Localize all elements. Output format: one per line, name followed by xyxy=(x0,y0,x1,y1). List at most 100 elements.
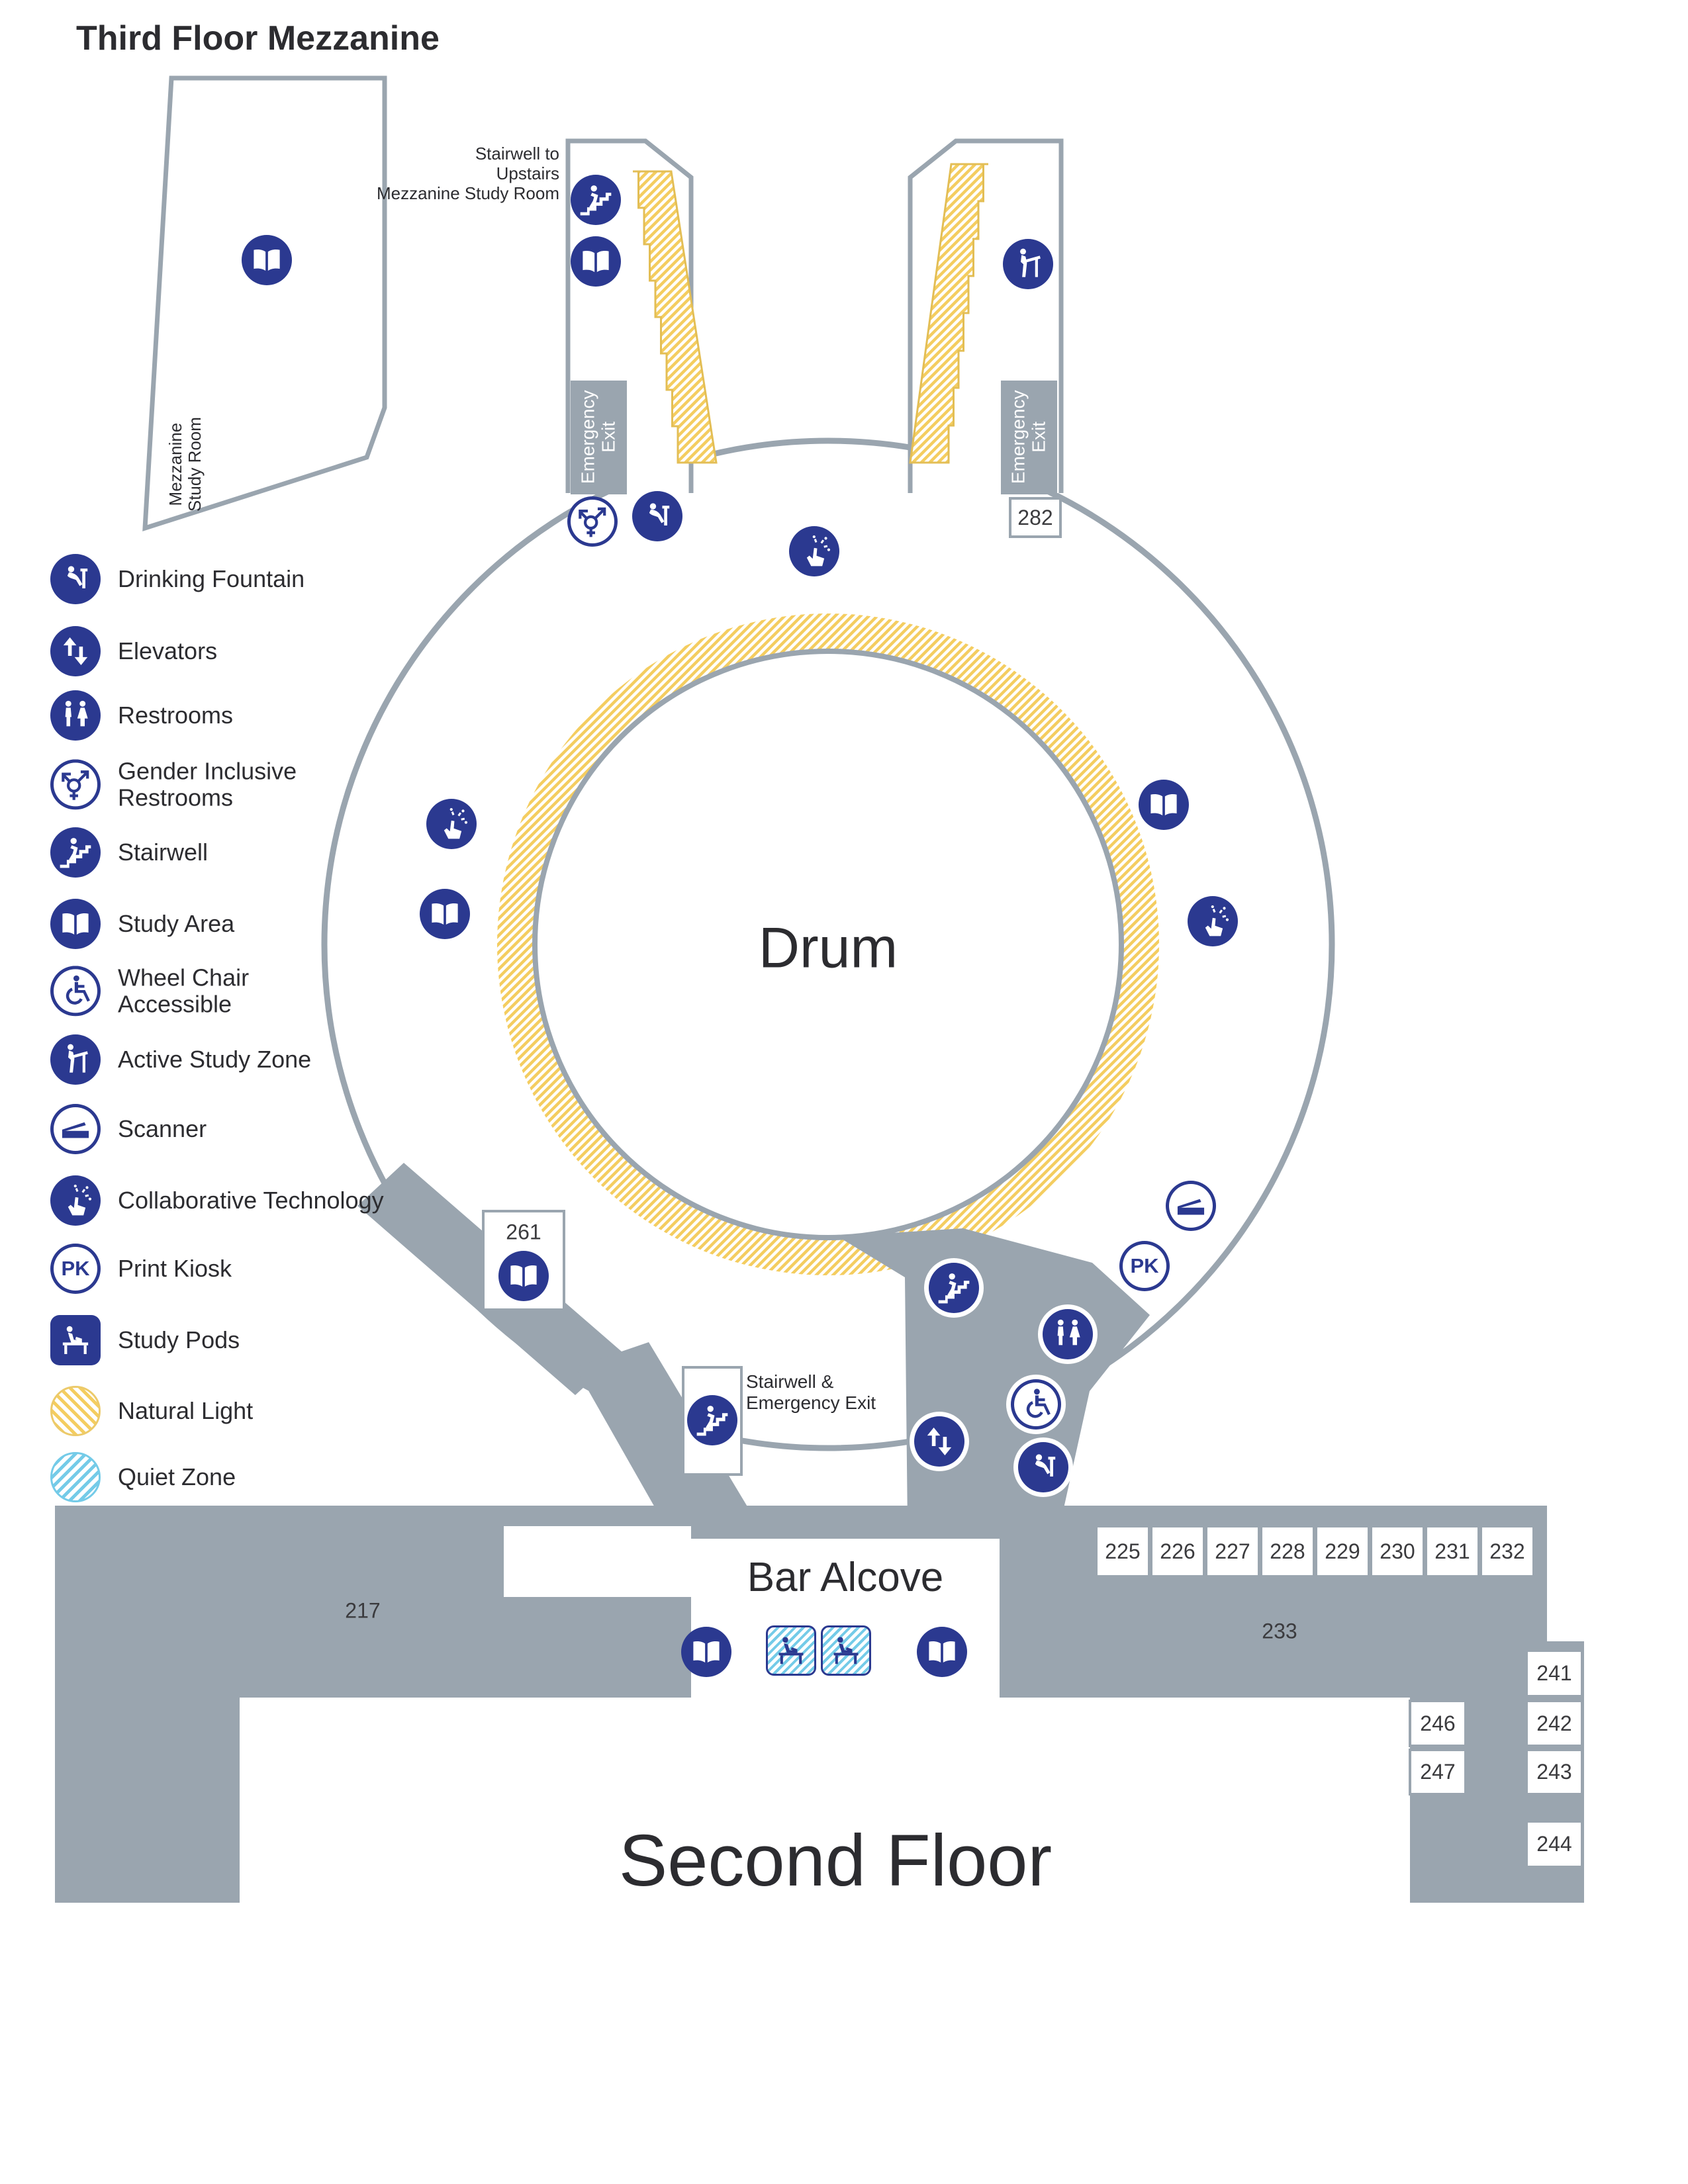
southwest-wing xyxy=(55,1506,240,1903)
gender-inclusive-restrooms-icon xyxy=(567,496,618,547)
legend-item-active-study-zone: Active Study Zone xyxy=(50,1034,311,1085)
legend-item-stairwell: Stairwell xyxy=(50,827,208,878)
stairwell-to-upstairs-label: Stairwell to Upstairs Mezzanine Study Ro… xyxy=(376,144,559,203)
legend-label: Stairwell xyxy=(118,839,209,866)
room-282: 282 xyxy=(1009,497,1062,538)
room-231: 231 xyxy=(1425,1525,1480,1578)
room-261-number: 261 xyxy=(506,1220,541,1244)
legend-label: Gender Inclusive Restrooms xyxy=(118,757,297,811)
collaborative-technology-icon xyxy=(50,1175,101,1226)
mezzanine-outline xyxy=(142,75,387,531)
restrooms-icon xyxy=(50,690,101,741)
legend-item-collaborative-technology: Collaborative Technology xyxy=(50,1175,384,1226)
gender-inclusive-restrooms-icon xyxy=(50,759,101,809)
stairwell-icon xyxy=(50,827,101,878)
print-kiosk-icon: PK xyxy=(50,1244,101,1294)
right-connector xyxy=(837,1228,1150,1526)
bar-alcove-label: Bar Alcove xyxy=(747,1555,944,1600)
collaborative-technology-icon xyxy=(426,799,477,849)
study-area-icon xyxy=(242,235,292,285)
study-area-icon xyxy=(571,236,621,287)
room-227: 227 xyxy=(1205,1525,1260,1578)
scanner-icon xyxy=(50,1104,101,1154)
room-243: 243 xyxy=(1525,1749,1583,1796)
room-244: 244 xyxy=(1525,1820,1583,1868)
collaborative-technology-icon xyxy=(789,526,839,576)
study-pod-icon xyxy=(821,1625,871,1676)
left-staircase xyxy=(633,170,718,464)
legend-label: Scanner xyxy=(118,1115,207,1143)
print-kiosk-text: PK xyxy=(61,1257,90,1280)
room-229: 229 xyxy=(1315,1525,1370,1578)
legend-item-print-kiosk: PK Print Kiosk xyxy=(50,1244,232,1294)
legend-item-drinking-fountain: Drinking Fountain xyxy=(50,554,305,604)
room-232: 232 xyxy=(1479,1525,1535,1578)
legend-item-restrooms: Restrooms xyxy=(50,690,233,741)
corridor-notch xyxy=(504,1526,691,1597)
study-area-icon xyxy=(1139,780,1189,830)
stairwell-icon xyxy=(687,1395,737,1445)
active-study-zone-icon xyxy=(50,1034,101,1085)
stairwell-icon xyxy=(929,1263,979,1313)
legend-label: Collaborative Technology xyxy=(118,1187,384,1214)
room-247: 247 xyxy=(1409,1749,1467,1796)
study-area-icon xyxy=(50,899,101,949)
print-kiosk-text: PK xyxy=(1130,1254,1159,1277)
scanner-icon xyxy=(1166,1181,1216,1231)
right-staircase xyxy=(909,163,988,464)
legend-label: Wheel Chair Accessible xyxy=(118,964,250,1017)
left-connector xyxy=(575,1342,748,1542)
elevators-icon xyxy=(50,626,101,676)
room-225: 225 xyxy=(1095,1525,1150,1578)
study-pods-icon xyxy=(50,1315,101,1365)
wheelchair-accessible-icon xyxy=(50,966,101,1016)
legend-label: Study Pods xyxy=(118,1326,240,1354)
room-217-number: 217 xyxy=(345,1598,381,1623)
left-emergency-exit-bar xyxy=(571,381,627,494)
legend-item-study-area: Study Area xyxy=(50,899,234,949)
active-study-zone-icon xyxy=(1003,239,1053,289)
quiet-zone-swatch xyxy=(50,1452,101,1502)
drum-label: Drum xyxy=(758,916,898,980)
room-241: 241 xyxy=(1525,1649,1583,1698)
legend-item-gender-inclusive-restrooms: Gender Inclusive Restrooms xyxy=(50,758,297,810)
legend-label: Active Study Zone xyxy=(118,1046,312,1073)
legend-item-quiet-zone: Quiet Zone xyxy=(50,1452,236,1502)
legend-item-natural-light: Natural Light xyxy=(50,1386,253,1436)
restrooms-icon xyxy=(1043,1309,1093,1359)
mezzanine-study-room-label: Mezzanine Study Room xyxy=(165,417,205,512)
stairwell-icon xyxy=(571,175,621,225)
legend-label: Restrooms xyxy=(118,702,234,729)
legend-label: Quiet Zone xyxy=(118,1463,236,1491)
collaborative-technology-icon xyxy=(1188,896,1238,946)
legend-label: Print Kiosk xyxy=(118,1255,232,1283)
right-emergency-exit-label: Emergency Exit xyxy=(1008,390,1049,484)
print-kiosk-icon: PK xyxy=(1119,1241,1170,1291)
room-246: 246 xyxy=(1409,1700,1467,1747)
legend-item-study-pods: Study Pods xyxy=(50,1315,240,1365)
room-228: 228 xyxy=(1260,1525,1315,1578)
study-area-icon xyxy=(420,889,470,939)
drinking-fountain-icon xyxy=(50,554,101,604)
third-floor-title: Third Floor Mezzanine xyxy=(76,19,440,58)
study-area-icon xyxy=(917,1627,967,1677)
legend-item-wheelchair-accessible: Wheel Chair Accessible xyxy=(50,964,249,1017)
wheelchair-accessible-icon xyxy=(1011,1379,1061,1430)
room-230: 230 xyxy=(1370,1525,1425,1578)
natural-light-swatch xyxy=(50,1386,101,1436)
room-233-number: 233 xyxy=(1262,1619,1297,1643)
legend-label: Study Area xyxy=(118,910,235,938)
drinking-fountain-icon xyxy=(1018,1442,1068,1492)
legend-item-elevators: Elevators xyxy=(50,626,217,676)
legend-label: Drinking Fountain xyxy=(118,565,305,593)
room-242: 242 xyxy=(1525,1700,1583,1747)
study-pod-icon xyxy=(766,1625,816,1676)
room-226: 226 xyxy=(1150,1525,1205,1578)
legend-label: Natural Light xyxy=(118,1397,254,1425)
elevators-icon xyxy=(914,1416,964,1467)
second-floor-title: Second Floor xyxy=(618,1820,1053,1901)
study-area-icon xyxy=(498,1251,549,1301)
left-emergency-exit-label: Emergency Exit xyxy=(577,390,619,484)
legend-item-scanner: Scanner xyxy=(50,1104,207,1154)
